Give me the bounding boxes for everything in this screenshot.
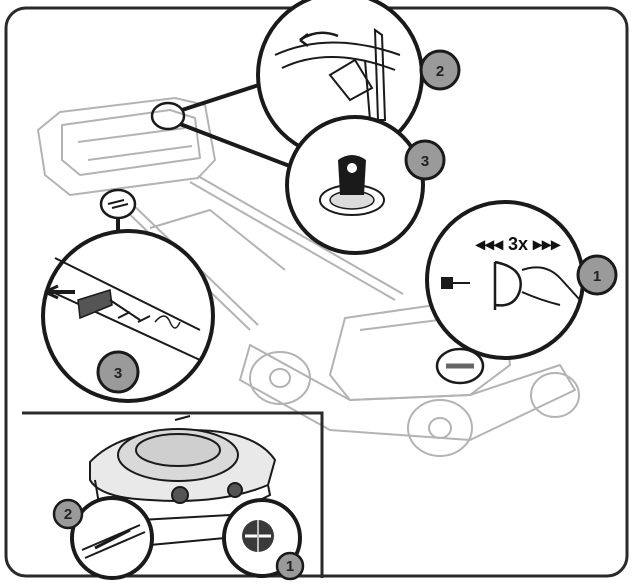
inset-choke-callout: 2 — [52, 496, 154, 580]
choke-location-marker — [150, 101, 186, 131]
fuel-pump-icon — [441, 277, 470, 289]
inset-engine — [89, 415, 277, 547]
grass-catcher — [37, 97, 216, 196]
mower-illustration — [37, 97, 580, 457]
primer-repeat-label: ◂◂◂ 3x ▸▸▸ — [475, 234, 561, 254]
choke-step-number: 2 — [436, 63, 444, 80]
inset-primer-bulb-icon — [242, 520, 274, 552]
handle-lever-callout: 3 — [41, 229, 215, 403]
handle-lever-step-number: 3 — [114, 365, 122, 382]
inset-choke-lever-icon — [81, 524, 146, 559]
handle-right-bar — [189, 181, 396, 301]
ignition-key-icon — [319, 155, 385, 216]
primer-callout: ◂◂◂ 3x ▸▸▸ 1 — [425, 200, 618, 360]
front-right-wheel — [530, 372, 580, 418]
key-step-number: 3 — [421, 153, 429, 170]
handle-lever-location-marker — [99, 188, 137, 220]
choke-lever-icon — [274, 28, 401, 121]
engine-inset-panel: 2 1 — [22, 411, 324, 581]
primer-bulb-icon — [493, 260, 522, 310]
inset-primer-callout: 1 — [222, 498, 305, 581]
inset-primer-step-number: 1 — [286, 558, 294, 575]
rear-wheel — [249, 351, 311, 405]
finger-icon — [521, 266, 581, 306]
mower-deck — [239, 344, 576, 441]
front-wheel — [407, 399, 473, 457]
handle-lever-icon — [44, 257, 201, 361]
choke-callout: 2 — [256, 0, 461, 159]
primer-step-number: 1 — [593, 268, 601, 285]
inset-choke-step-number: 2 — [64, 506, 72, 523]
key-callout: 3 — [285, 115, 446, 255]
